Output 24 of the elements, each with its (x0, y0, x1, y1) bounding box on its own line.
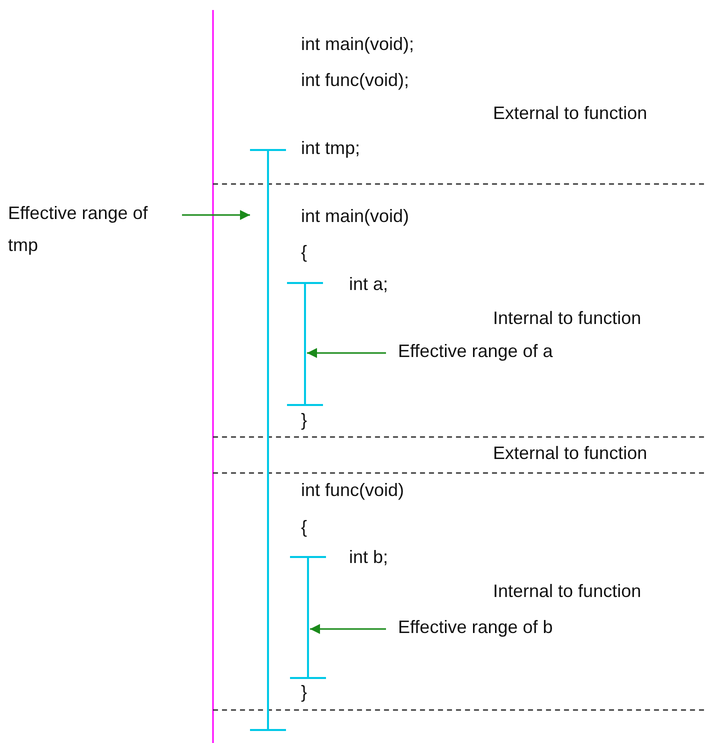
code-text: int func(void) (301, 479, 404, 501)
code-text: int main(void) (301, 205, 410, 227)
code-text: int b; (349, 546, 388, 568)
range-label: Effective range of tmp (8, 197, 178, 263)
scope-range-bar (250, 146, 286, 734)
code-text: } (301, 681, 308, 703)
range-label: Effective range of a (398, 341, 618, 365)
code-text: int tmp; (301, 137, 360, 159)
code-text: int a; (349, 273, 388, 295)
code-text: External to function (493, 102, 648, 124)
arrow (310, 624, 386, 634)
scope-range-bar (287, 279, 323, 409)
code-text: int func(void); (301, 69, 410, 91)
scope-range-bar (290, 553, 326, 682)
code-text: { (301, 241, 308, 263)
arrow (182, 210, 250, 220)
code-text: int main(void); (301, 33, 414, 55)
range-label: Effective range of b (398, 617, 618, 641)
arrow (307, 348, 386, 358)
code-text: { (301, 516, 308, 538)
code-text: Internal to function (493, 580, 642, 602)
code-text: Internal to function (493, 307, 642, 329)
code-text: } (301, 409, 308, 431)
code-text: External to function (493, 442, 648, 464)
